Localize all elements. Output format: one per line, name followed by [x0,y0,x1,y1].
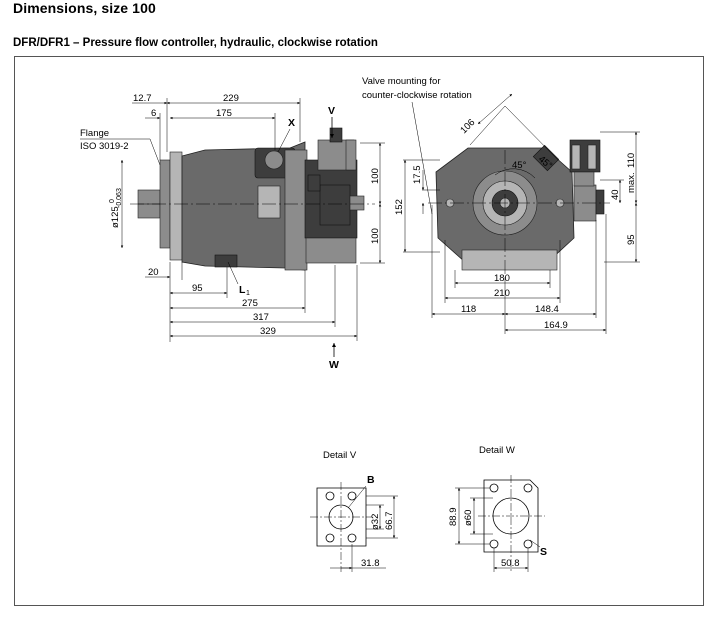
detail-v-dim-66-7: 66.7 [384,512,395,531]
dim-20: 20 [148,267,159,278]
view-w-label: W [329,359,339,371]
dim-95: 95 [192,283,203,294]
detail-w-dim-50-8: 50.8 [501,558,520,569]
port-x-fitting [264,150,284,170]
detail-w-dim-88-9: 88.9 [448,508,459,527]
detail-w-label: Detail W [479,445,515,456]
dim-164-9: 164.9 [544,320,568,331]
detail-w-flange [483,479,539,553]
side-view: 12.7 229 6 175 Flange ISO 3019-2 ø125 0 … [80,93,385,371]
flange-standard: ISO 3019-2 [80,141,129,152]
dim-95-front: 95 [626,234,637,245]
port-l1-fitting [214,254,238,268]
dim-148-4: 148.4 [535,304,559,315]
name-plate [257,185,281,219]
dim-180: 180 [494,273,510,284]
shaft-tol-lower: -0.063 [116,188,123,208]
flange-label: Flange [80,128,109,139]
dim-317: 317 [253,312,269,323]
dim-max-label: max. [626,172,637,193]
detail-v-label: Detail V [323,450,357,461]
dim-175: 175 [216,108,232,119]
dim-6: 6 [151,108,156,119]
view-v-label: V [328,105,335,117]
detail-v: Detail V B ø32 66.7 31.8 [310,450,398,572]
port-l1-label: L [239,284,246,296]
dim-17-5: 17.5 [412,166,423,185]
detail-v-port-b: B [367,474,375,486]
dim-angle-45-a: 45° [512,160,527,171]
port-x-label: X [288,117,295,129]
valve-note-line2: counter-clockwise rotation [362,90,472,101]
page-subtitle: DFR/DFR1 – Pressure flow controller, hyd… [13,37,378,49]
port-l1-sub: 1 [246,290,250,297]
detail-v-dim-31-8: 31.8 [361,558,380,569]
detail-v-flange [316,487,367,547]
front-view: Valve mounting for counter-clockwise rot… [362,76,640,334]
page-title: Dimensions, size 100 [13,0,156,16]
dim-106: 106 [458,117,477,136]
dim-118: 118 [461,304,476,315]
dim-shaft-dia: ø125 [110,206,121,228]
dim-210: 210 [494,288,510,299]
dim-229: 229 [223,93,239,104]
foot-pad [461,249,558,271]
drawing-frame [14,56,704,606]
dim-12-7: 12.7 [133,93,152,104]
dim-100-lower: 100 [370,228,381,244]
dim-110: 110 [626,153,637,168]
detail-v-dim-32: ø32 [370,514,381,530]
detail-w-port-s: S [540,546,547,558]
valve-note-line1: Valve mounting for [362,76,441,87]
dim-40: 40 [610,189,621,200]
detail-w: Detail W S 88.9 ø60 50.8 [448,445,547,572]
dim-152: 152 [394,199,405,215]
detail-w-dim-60: ø60 [463,510,474,526]
dim-329: 329 [260,326,276,337]
shaft-tol-upper: 0 [109,199,116,203]
dim-275: 275 [242,298,258,309]
dim-100-upper: 100 [370,168,381,184]
